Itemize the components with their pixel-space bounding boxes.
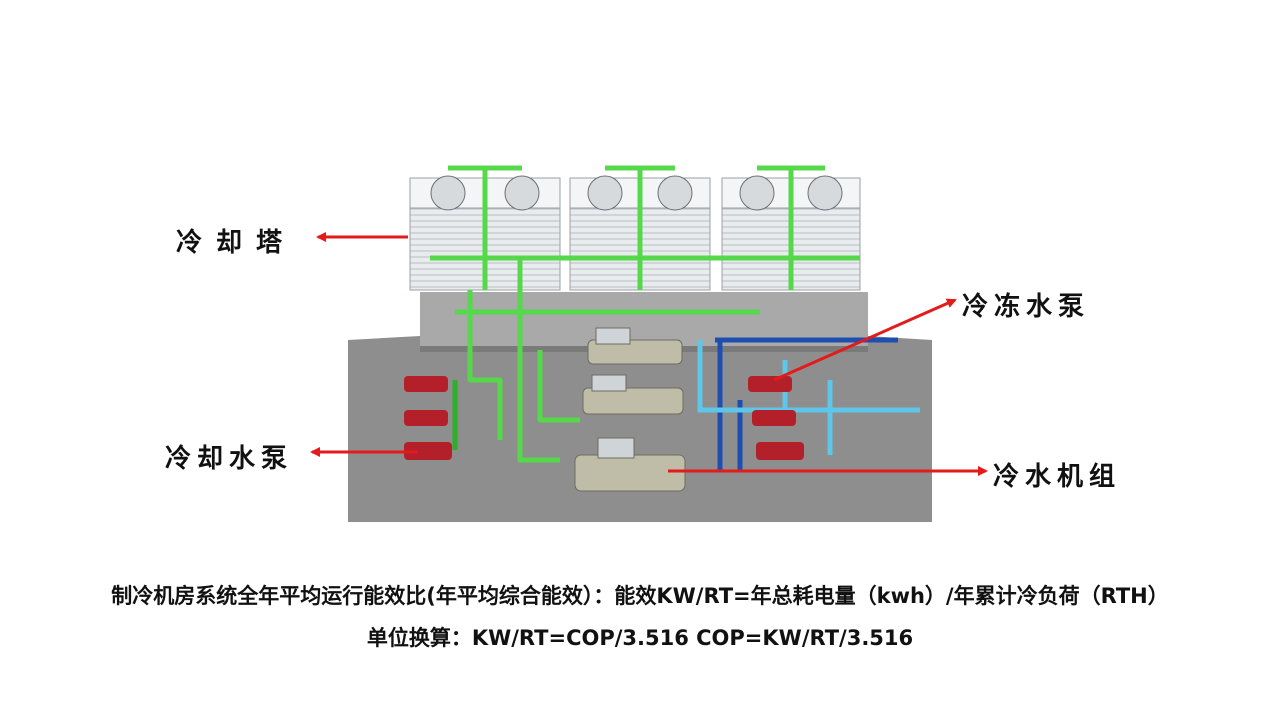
unit-conversion-caption: 单位换算：KW/RT=COP/3.516 COP=KW/RT/3.516 [366, 626, 914, 650]
efficiency-formula-caption: 制冷机房系统全年平均运行能效比(年平均综合能效）：能效KW/RT=年总耗电量（k… [111, 584, 1169, 608]
chiller-unit-1 [587, 327, 683, 365]
chilled-water-pump-2 [752, 410, 796, 426]
cooling-tower-label: 冷却塔 [176, 228, 297, 258]
callout-arrows [310, 232, 988, 476]
chilled-water-pump-3 [756, 442, 804, 460]
chilled-water-pump-1 [748, 376, 792, 392]
chiller-group [574, 327, 686, 492]
cooling-water-pump-3 [404, 442, 452, 460]
chiller-unit-3 [574, 437, 686, 492]
chiller-unit-2 [582, 374, 684, 415]
cooling-water-pump-2 [404, 410, 448, 426]
tower-base [420, 292, 868, 346]
cooling-water-piping [430, 165, 860, 463]
cooling-water-pumps [404, 376, 452, 460]
cooling-water-pump-1 [404, 376, 448, 392]
cooling-water-pump-label: 冷却水泵 [165, 444, 294, 474]
chiller-unit-label: 冷水机组 [993, 462, 1122, 492]
chilled-water-pump-label: 冷冻水泵 [962, 292, 1091, 322]
chilled-water-pumps [748, 376, 804, 460]
arrow-chilled-water-pump [773, 298, 957, 382]
